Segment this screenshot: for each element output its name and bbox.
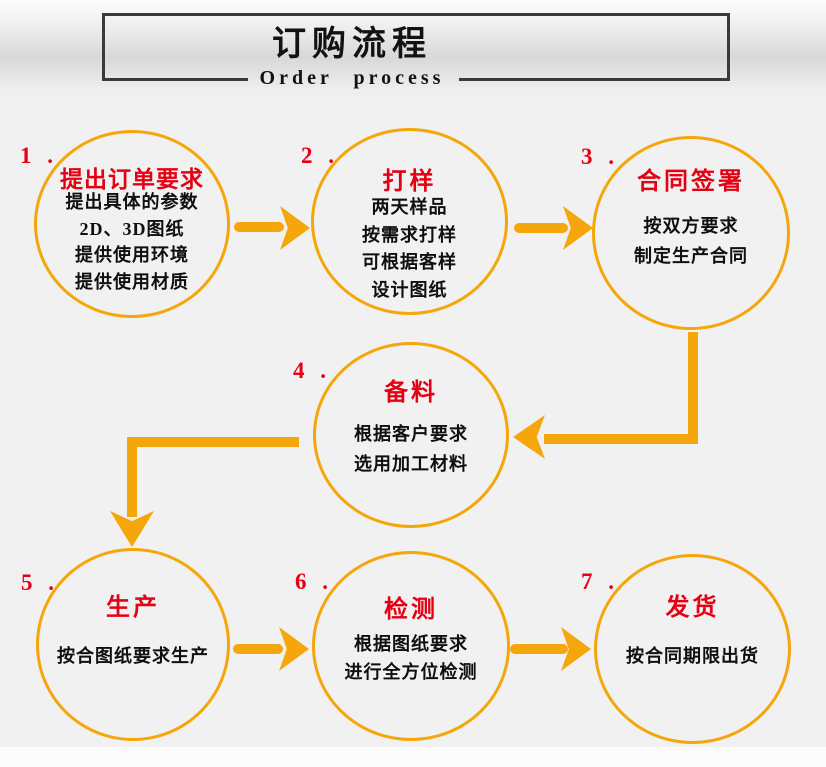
step-4-number: 4 . — [293, 358, 331, 383]
step-5-details: 按合图纸要求生产 — [39, 641, 227, 671]
arrow-step1-to-step2 — [234, 222, 284, 232]
arrow-right-icon — [279, 627, 309, 671]
step-2-detail-line: 可根据客样 — [362, 252, 457, 272]
step-1-detail-line: 提供使用材质 — [75, 271, 189, 292]
arrow-right-icon — [280, 206, 310, 250]
step-5-detail-line: 按合图纸要求生产 — [57, 646, 209, 666]
step-4-details: 根据客户要求 选用加工材料 — [316, 419, 506, 479]
step-7-number: 7 . — [581, 569, 619, 594]
arrow-step2-to-step3 — [514, 223, 568, 233]
step-2-detail-line: 按需求打样 — [362, 224, 457, 245]
step-1-circle: 提出订单要求 提出具体的参数 2D、3D图纸 提供使用环境 提供使用材质 — [34, 130, 230, 318]
step-2-title: 打样 — [382, 169, 437, 195]
step-1-detail-line: 2D、3D图纸 — [79, 218, 185, 239]
step-6-detail-line: 根据图纸要求 — [354, 634, 468, 654]
page-title: 订购流程 — [272, 26, 432, 63]
step-2-number: 2 . — [301, 143, 339, 168]
step-1-detail-line: 提供使用环境 — [75, 245, 189, 265]
step-2-detail-line: 两天样品 — [371, 197, 448, 217]
step-6-circle: 检测 根据图纸要求 进行全方位检测 — [312, 551, 510, 741]
step-7-circle: 发货 按合同期限出货 — [594, 554, 791, 744]
connector-step4-left — [127, 437, 299, 447]
step-2-details: 两天样品 按需求打样 可根据客样 设计图纸 — [314, 194, 505, 304]
step-5-title: 生产 — [106, 595, 160, 621]
step-6-details: 根据图纸要求 进行全方位检测 — [315, 631, 507, 686]
connector-step4-to-step5 — [127, 437, 137, 517]
step-1-detail-line: 提出具体的参数 — [65, 192, 199, 212]
connector-step3-to-step4 — [544, 434, 698, 444]
step-7-detail-line: 按合同期限出货 — [626, 646, 759, 666]
step-3-details: 按双方要求 制定生产合同 — [595, 211, 787, 271]
arrow-step5-to-step6 — [233, 644, 283, 654]
step-3-circle: 合同签署 按双方要求 制定生产合同 — [592, 136, 790, 330]
step-6-title: 检测 — [384, 597, 438, 623]
step-1-title: 提出订单要求 — [60, 167, 204, 192]
arrow-step6-to-step7 — [510, 644, 568, 654]
header-border-bottom-right — [459, 78, 730, 81]
step-7-title: 发货 — [665, 595, 720, 621]
step-4-detail-line: 根据客户要求 — [354, 424, 468, 444]
step-3-detail-line: 按双方要求 — [643, 216, 739, 236]
step-5-circle: 生产 按合图纸要求生产 — [36, 548, 230, 741]
step-1-details: 提出具体的参数 2D、3D图纸 提供使用环境 提供使用材质 — [37, 189, 227, 295]
bottom-strip — [0, 747, 826, 767]
step-4-circle: 备料 根据客户要求 选用加工材料 — [313, 342, 509, 528]
arrow-left-icon — [513, 415, 545, 459]
step-6-detail-line: 进行全方位检测 — [344, 661, 478, 682]
header-border-bottom-left — [102, 78, 248, 81]
connector-step3-down — [688, 332, 698, 440]
step-4-title: 备料 — [384, 380, 438, 406]
step-7-details: 按合同期限出货 — [597, 641, 788, 671]
step-1-number: 1 . — [20, 143, 58, 168]
page-subtitle: Order process — [259, 67, 445, 89]
step-2-detail-line: 设计图纸 — [371, 279, 448, 300]
step-4-detail-line: 选用加工材料 — [354, 454, 468, 474]
step-6-number: 6 . — [295, 569, 333, 594]
step-5-number: 5 . — [21, 570, 59, 595]
step-3-detail-line: 制定生产合同 — [634, 246, 748, 266]
header-box — [102, 13, 730, 81]
step-3-title: 合同签署 — [637, 169, 745, 195]
step-3-number: 3 . — [581, 144, 619, 169]
step-2-circle: 打样 两天样品 按需求打样 可根据客样 设计图纸 — [311, 128, 508, 315]
